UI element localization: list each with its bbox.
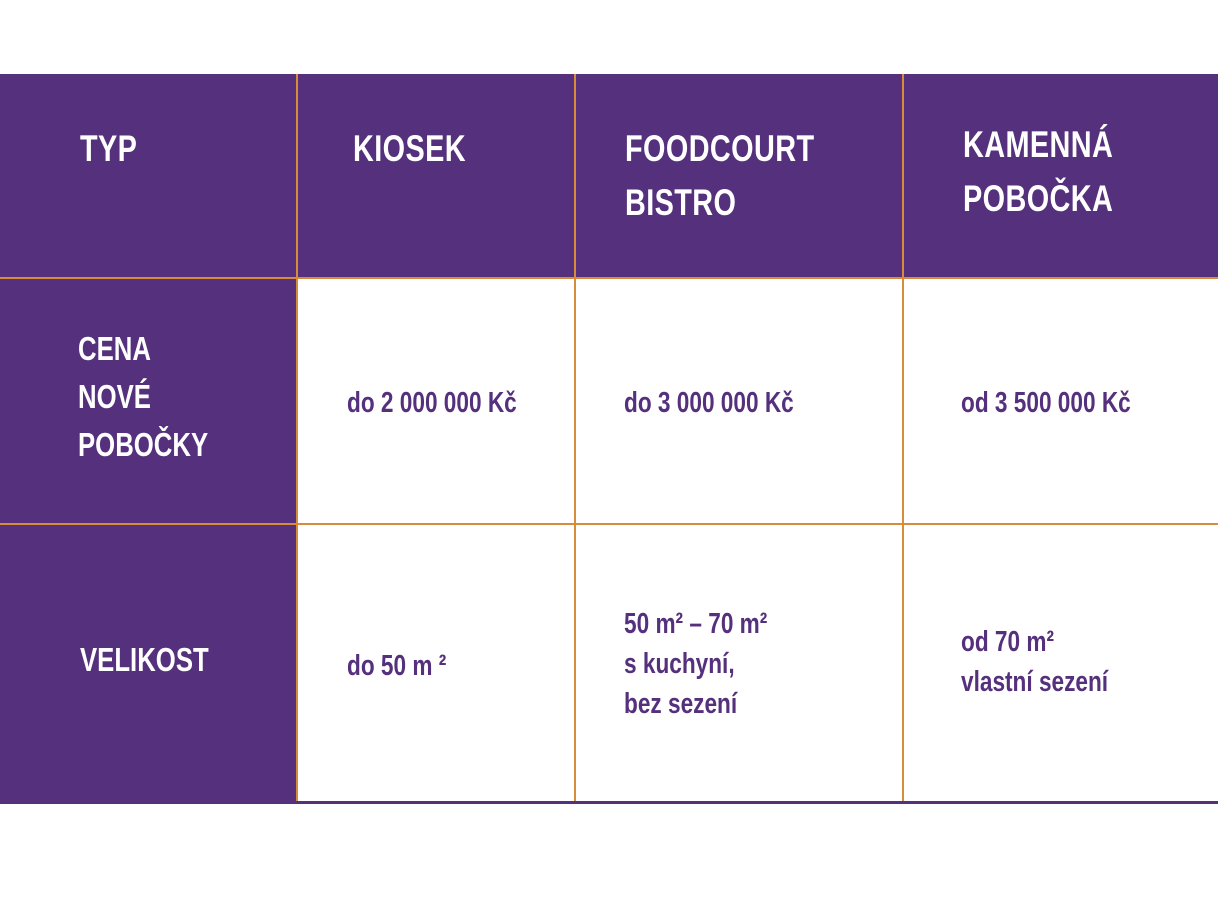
cell-velikost-foodcourt-line-1: 50 m² – 70 m² <box>624 608 768 640</box>
header-cell-kiosek: KIOSEK <box>353 128 466 169</box>
row-label-cena-line-3: POBOČKY <box>78 426 209 463</box>
cell-velikost-kiosek-text: do 50 m ² <box>347 650 447 682</box>
grid-divider <box>0 523 1218 525</box>
grid-divider <box>574 74 576 802</box>
cell-cena-kamenna-text: od 3 500 000 Kč <box>961 387 1131 419</box>
cell-velikost-foodcourt-text: 50 m² – 70 m² s kuchyní, bez sezení <box>624 604 767 724</box>
header-kamenna-line-1: KAMENNÁ <box>963 124 1114 165</box>
cell-velikost-kamenna-line-2: vlastní sezení <box>961 666 1109 698</box>
cell-velikost-kamenna-line-1: od 70 m² <box>961 626 1055 658</box>
header-cell-foodcourt: FOODCOURT BISTRO <box>625 122 814 230</box>
row-label-cena-text: CENA NOVÉ POBOČKY <box>78 325 208 469</box>
grid-divider <box>296 74 298 804</box>
cell-cena-kamenna <box>903 278 1218 524</box>
header-row <box>0 74 1218 278</box>
table-bottom-border <box>0 801 1218 804</box>
row-label-cena-line-1: CENA <box>78 330 151 367</box>
header-kamenna-line-2: POBOČKA <box>963 178 1114 219</box>
cell-velikost-foodcourt-line-3: bez sezení <box>624 688 738 720</box>
cell-cena-kiosek-text: do 2 000 000 Kč <box>347 387 517 419</box>
header-cell-kamenna: KAMENNÁ POBOČKA <box>963 118 1113 226</box>
cell-cena-foodcourt-text: do 3 000 000 Kč <box>624 387 794 419</box>
row-label-cena <box>0 278 297 524</box>
comparison-table: TYP KIOSEK FOODCOURT BISTRO KAMENNÁ POBO… <box>0 74 1218 804</box>
header-cell-typ: TYP <box>80 128 138 169</box>
cell-velikost-kamenna <box>903 524 1218 804</box>
header-foodcourt-line-1: FOODCOURT <box>625 128 815 169</box>
grid-divider <box>902 74 904 802</box>
row-label-velikost <box>0 524 297 804</box>
cell-velikost-kiosek <box>297 524 575 804</box>
cell-cena-foodcourt <box>575 278 903 524</box>
cell-velikost-foodcourt-line-2: s kuchyní, <box>624 648 735 680</box>
row-label-cena-line-2: NOVÉ <box>78 378 151 415</box>
cell-velikost-kamenna-text: od 70 m² vlastní sezení <box>961 622 1108 702</box>
grid-divider <box>0 277 1218 279</box>
cell-velikost-foodcourt <box>575 524 903 804</box>
cell-cena-kiosek <box>297 278 575 524</box>
header-foodcourt-line-2: BISTRO <box>625 182 737 223</box>
row-label-velikost-text: VELIKOST <box>80 641 209 678</box>
